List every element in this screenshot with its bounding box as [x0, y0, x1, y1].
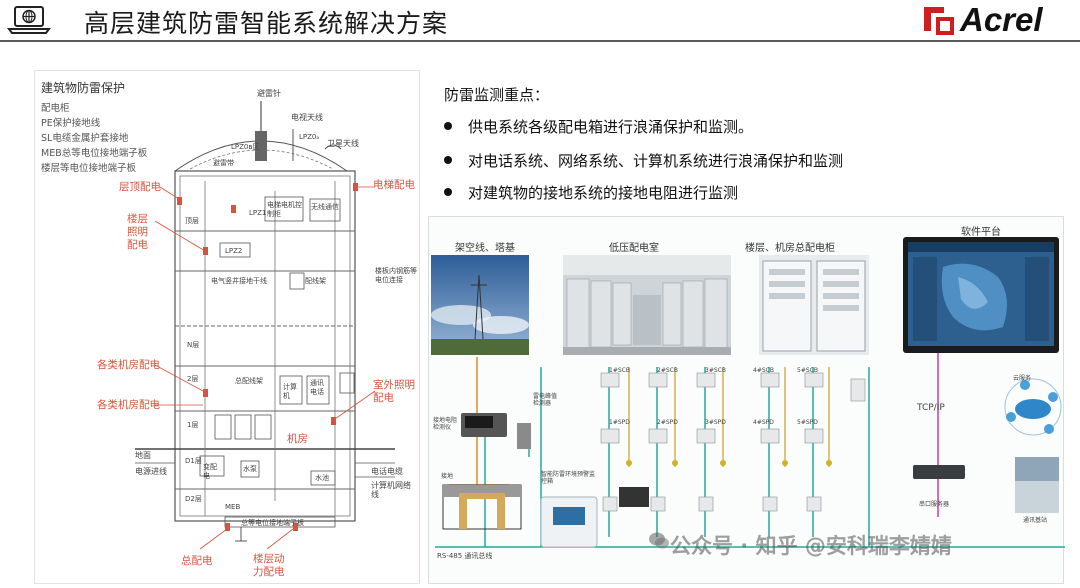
laptop-globe-icon	[6, 5, 52, 35]
lv-room-photo	[563, 255, 731, 355]
tower-photo	[431, 255, 529, 355]
label-floor-light: 楼层照明配电	[127, 213, 148, 251]
label-meb: MEB	[225, 503, 241, 511]
software-platform-monitor	[903, 237, 1059, 353]
label-transformer: 变配电	[203, 463, 217, 480]
label-total-rack: 总配线架	[235, 377, 263, 385]
legend-item: MEB总等电位接地端子板	[41, 148, 148, 159]
building-diagram-panel: 建筑物防雷保护 配电柜 PE保护接地线 SL电缆金属护套接地 MEB总等电位接地…	[34, 70, 420, 584]
label-machine-dist-1: 各类机房配电	[97, 359, 160, 371]
bullet-dot-icon	[444, 122, 452, 130]
label-meb-board: 总等电位接地端子板	[241, 519, 304, 527]
label-d1: D1层	[185, 457, 202, 465]
page-title: 高层建筑防雷智能系统解决方案	[84, 9, 449, 38]
label-ground: 地面	[135, 451, 151, 460]
focus-bullet-text: 对建筑物的接地系统的接地电阻进行监测	[468, 184, 739, 202]
label-spd: 2#SPD	[657, 419, 678, 426]
legend: 配电柜 PE保护接地线 SL电缆金属护套接地 MEB总等电位接地端子板 楼层等电…	[41, 101, 147, 176]
section-lv-room: 低压配电室	[609, 243, 659, 254]
label-lpz1: LPZ1	[249, 209, 267, 217]
acrel-logo-icon	[924, 7, 954, 35]
bullet-dot-icon	[444, 188, 452, 196]
label-lightning-rod: 避雷针	[257, 89, 281, 98]
label-scb: 1#SCB	[609, 367, 630, 374]
label-d2: D2层	[185, 495, 202, 503]
label-lpz0a: LPZ0ₐ	[299, 133, 320, 141]
legend-item: 配电柜	[41, 103, 70, 114]
label-outdoor-light: 室外照明配电	[373, 379, 415, 404]
label-wiring-rack: 配线架	[305, 277, 326, 285]
legend-item: 楼层等电位接地端子板	[41, 163, 137, 174]
system-diagram: 架空线、塔基 低压配电室 楼层、机房总配电柜 软件平台	[428, 216, 1065, 584]
label-floor-1: 1层	[187, 421, 199, 429]
label-phone-cable: 电话电缆	[371, 467, 403, 476]
bullet-dot-icon	[444, 156, 452, 164]
focus-bullet-3: 对建筑物的接地系统的接地电阻进行监测	[444, 182, 738, 203]
label-roof-dist: 层顶配电	[119, 181, 161, 193]
label-scb: 2#SCB	[657, 367, 678, 374]
label-comm: 通讯电话	[310, 379, 324, 396]
focus-title: 防雷监测重点：	[444, 86, 550, 104]
label-top-floor: 顶层	[185, 217, 199, 225]
focus-bullet-text: 供电系统各级配电箱进行浪涌保护和监测。	[468, 118, 754, 136]
label-spd: 1#SPD	[609, 419, 630, 426]
wiring-svg	[435, 353, 1065, 548]
wechat-icon	[648, 530, 670, 556]
label-n-floor: N层	[187, 341, 200, 349]
focus-bullet-text: 对电话系统、网络系统、计算机系统进行浪涌保护和监测	[468, 152, 844, 170]
label-scb: 3#SCB	[705, 367, 726, 374]
label-power-line: 电源进线	[135, 467, 167, 476]
panel-title: 建筑物防雷保护	[41, 81, 126, 95]
label-elevator-ctrl: 电梯电机控制柜	[267, 201, 302, 218]
label-machine-dist-2: 各类机房配电	[97, 399, 160, 411]
label-scb: 5#SCB	[797, 367, 818, 374]
label-sat-antenna: 卫星天线	[327, 139, 359, 148]
label-lpz0b: LPZ0ʙ区	[231, 143, 260, 151]
label-rs485: RS-485 通讯总线	[437, 552, 493, 560]
label-spd: 5#SPD	[797, 419, 818, 426]
label-cloud: 云服务	[1013, 375, 1032, 382]
label-computer: 计算机	[283, 383, 297, 400]
label-tv-antenna: 电视天线	[291, 113, 323, 122]
building-svg	[135, 101, 395, 550]
label-floor-2: 2层	[187, 375, 199, 383]
focus-bullet-2: 对电话系统、网络系统、计算机系统进行浪涌保护和监测	[444, 150, 843, 171]
legend-item: PE保护接地线	[41, 118, 101, 129]
label-spd: 4#SPD	[753, 419, 774, 426]
label-machine-room: 机房	[287, 433, 308, 445]
section-software: 软件平台	[961, 227, 1001, 238]
label-grounding-trunk: 电气竖井接地干线	[211, 277, 267, 285]
cabinet-photo	[759, 255, 869, 355]
legend-item: SL电缆金属护套接地	[41, 133, 129, 144]
brand-name: Acrel	[960, 1, 1043, 38]
label-ground-monitor: 接地电阻检测仪	[433, 417, 458, 431]
acrel-logo: Acrel	[922, 1, 1074, 38]
label-lightning-belt: 避雷带	[213, 159, 234, 167]
label-wireless: 无线通信	[311, 203, 339, 211]
watermark: 公众号 · 知乎 @安科瑞李婧婧	[670, 534, 952, 558]
label-total-dist: 总配电	[181, 555, 213, 567]
label-scb: 4#SCB	[753, 367, 774, 374]
label-elevator-dist: 电梯配电	[373, 179, 415, 191]
label-strike-counter: 雷电峰值检测器	[533, 393, 558, 407]
label-computer-net: 计算机网络线	[371, 481, 411, 499]
label-tcpip: TCP/IP	[917, 403, 945, 413]
header: 高层建筑防雷智能系统解决方案 Acrel	[0, 0, 1080, 46]
label-equipotential: 楼板内钢筋等电位连接	[375, 267, 417, 284]
label-floor-power: 楼层动力配电	[253, 553, 285, 578]
header-divider	[0, 40, 1080, 42]
label-ground-body: 接地	[441, 473, 454, 480]
label-spd: 3#SPD	[705, 419, 726, 426]
label-serial-server: 串口服务器	[919, 501, 950, 508]
section-tower: 架空线、塔基	[455, 243, 515, 254]
label-water-pump: 水泵	[243, 465, 257, 473]
label-smart-box: 智能防雷环境预警监控箱	[541, 471, 596, 485]
focus-bullet-1: 供电系统各级配电箱进行浪涌保护和监测。	[444, 116, 753, 137]
label-water-tank: 水池	[315, 474, 329, 482]
section-floor-cabinet: 楼层、机房总配电柜	[745, 243, 835, 254]
label-lpz2: LPZ2	[225, 247, 243, 255]
label-comm-base: 通讯基站	[1023, 517, 1048, 524]
